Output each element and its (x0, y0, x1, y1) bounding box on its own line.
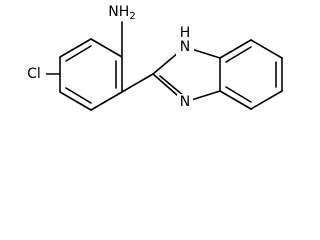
atom-cl-label: Cl (22, 65, 46, 83)
double-bond-b3 (225, 86, 252, 103)
bond-b4 (250, 90, 283, 110)
imidazole-ring (152, 46, 221, 103)
bond-b2 (250, 39, 283, 59)
imidazole-h: H (180, 25, 191, 41)
chlorophenyl-ring (59, 38, 123, 111)
double-bond-c2-n3 (159, 75, 185, 97)
benzo-ring (219, 39, 283, 110)
chloro-label: Cl (27, 66, 41, 82)
atom-n-label: N (177, 94, 193, 110)
bond-b5 (219, 90, 252, 110)
benzimidazole-aniline-structure: NH2 H N N Cl (22, 3, 283, 111)
bond-c5-c6 (59, 91, 92, 111)
amine-nh: NH2 (108, 4, 135, 22)
imidazole-nh-n: N (180, 39, 190, 55)
bond-c2-c3 (90, 38, 123, 58)
bond-c4-c5 (90, 91, 123, 111)
double-bond-b1 (225, 46, 252, 63)
bond-aryl-c2 (121, 73, 154, 93)
double-bond-inner-3 (65, 87, 92, 104)
atom-nh2-label: NH2 (108, 3, 138, 22)
atom-nh-label: H N (176, 25, 194, 60)
imidazole-n: N (180, 94, 190, 110)
bond-b1 (219, 39, 252, 59)
bond-c1-c2 (59, 38, 92, 58)
double-bond-inner-1 (65, 45, 92, 62)
